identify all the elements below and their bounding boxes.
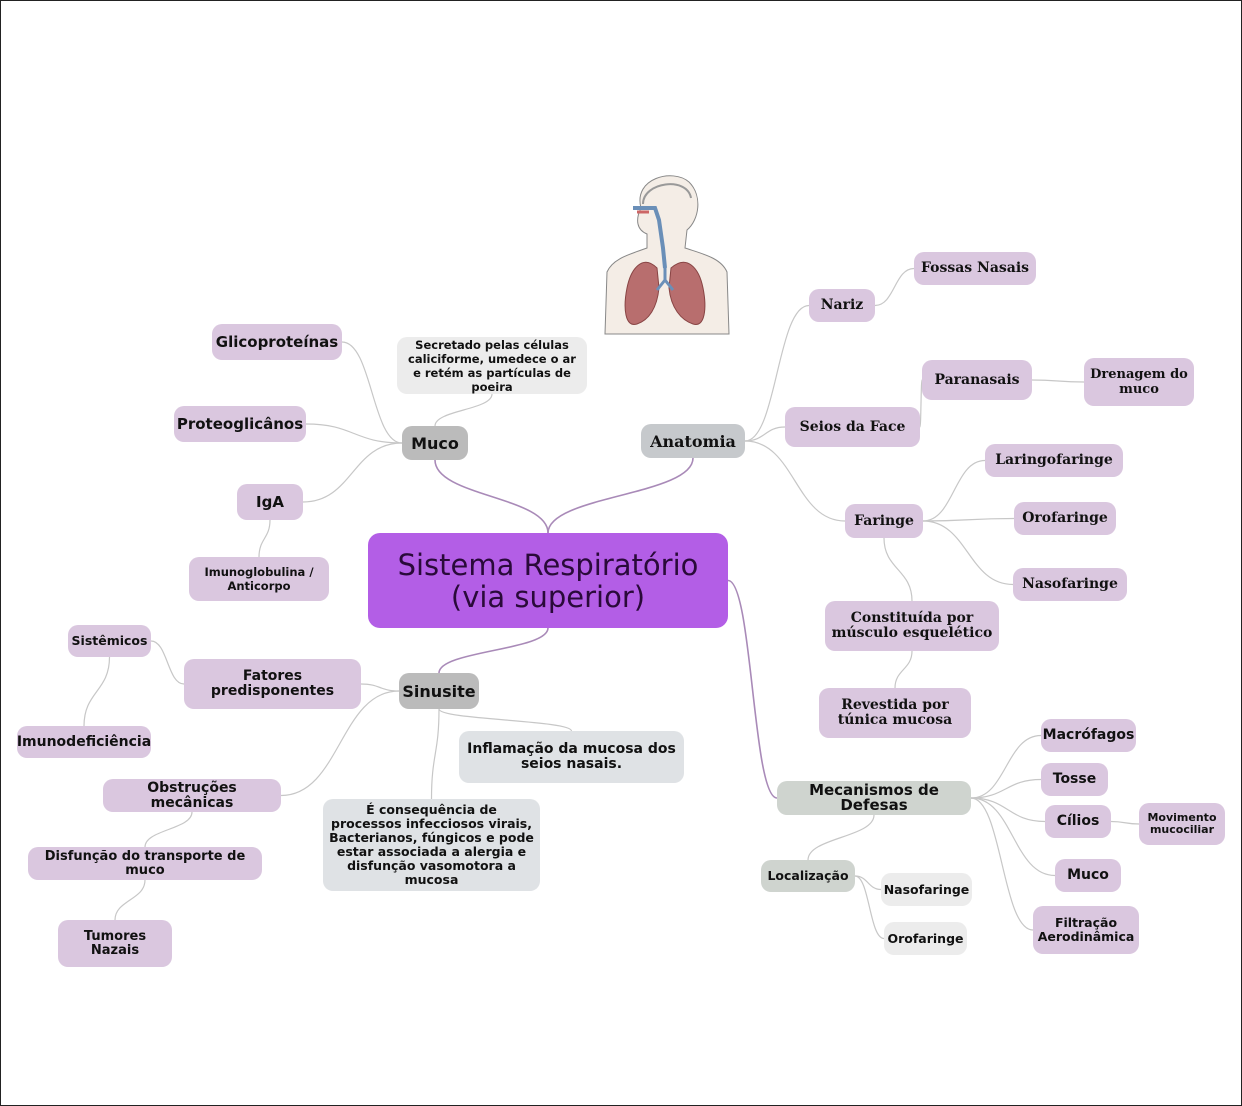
- connector-line: [727, 579, 778, 799]
- connector-line: [970, 734, 1042, 799]
- node-paranasais[interactable]: Paranasais: [922, 360, 1032, 400]
- connector-line: [883, 537, 913, 602]
- connector-line: [1031, 379, 1085, 383]
- connector-line: [360, 683, 400, 692]
- node-consequencia[interactable]: É consequência de processos infecciosos …: [323, 799, 540, 891]
- node-revestida[interactable]: Revestida por túnica mucosa: [819, 688, 971, 738]
- node-laringofaringe[interactable]: Laringofaringe: [985, 444, 1123, 477]
- node-sistemicos[interactable]: Sistêmicos: [68, 625, 151, 657]
- connector-line: [744, 426, 786, 442]
- node-nariz[interactable]: Nariz: [809, 289, 875, 322]
- connector-line: [919, 379, 923, 428]
- connector-line: [744, 440, 846, 522]
- respiratory-system-illustration: [604, 175, 730, 335]
- central-topic[interactable]: Sistema Respiratório (via superior): [368, 533, 728, 628]
- node-movimento-mucociliar[interactable]: Movimento mucociliar: [1139, 803, 1225, 845]
- node-drenagem-do-muco[interactable]: Drenagem do muco: [1084, 358, 1194, 406]
- muco-note[interactable]: Secretado pelas células caliciforme, ume…: [397, 337, 587, 394]
- node-glicoproteinas[interactable]: Glicoproteínas: [212, 324, 342, 360]
- connector-line: [807, 814, 875, 861]
- connector-line: [970, 797, 1034, 931]
- connector-line: [970, 778, 1042, 799]
- node-muco-defesa[interactable]: Muco: [1055, 859, 1121, 892]
- node-local-nasofaringe[interactable]: Nasofaringe: [881, 873, 972, 906]
- node-imunodeficiencia[interactable]: Imunodeficiência: [17, 726, 151, 758]
- branch-muco[interactable]: Muco: [402, 426, 468, 460]
- node-seios-da-face[interactable]: Seios da Face: [785, 407, 920, 447]
- node-tumores-nazais[interactable]: Tumores Nazais: [58, 920, 172, 967]
- node-nasofaringe[interactable]: Nasofaringe: [1013, 568, 1127, 601]
- node-iga[interactable]: IgA: [237, 484, 303, 520]
- connector-line: [302, 442, 403, 503]
- connector-line: [434, 459, 549, 534]
- connector-line: [894, 650, 913, 689]
- node-localizacao[interactable]: Localização: [761, 860, 855, 892]
- branch-sinusite[interactable]: Sinusite: [399, 673, 479, 709]
- connector-line: [744, 304, 810, 442]
- connector-line: [874, 267, 915, 307]
- node-fossas-nasais[interactable]: Fossas Nasais: [914, 252, 1036, 285]
- node-faringe[interactable]: Faringe: [845, 504, 923, 538]
- node-inflamacao[interactable]: Inflamação da mucosa dos seios nasais.: [459, 731, 684, 783]
- node-local-orofaringe[interactable]: Orofaringe: [884, 922, 967, 955]
- node-orofaringe[interactable]: Orofaringe: [1014, 502, 1116, 535]
- connector-line: [438, 708, 573, 732]
- connector-line: [922, 459, 986, 522]
- connector-line: [258, 519, 271, 558]
- connector-line: [922, 520, 1014, 586]
- connector-line: [144, 811, 193, 848]
- connector-line: [83, 656, 111, 727]
- connector-line: [150, 640, 185, 685]
- connector-line: [1110, 820, 1140, 825]
- branch-mecanismos-de-defesas[interactable]: Mecanismos de Defesas: [777, 781, 971, 815]
- connector-line: [854, 875, 885, 940]
- connector-line: [114, 879, 146, 921]
- connector-line: [547, 457, 694, 534]
- node-tosse[interactable]: Tosse: [1041, 763, 1108, 796]
- node-obstrucoes-mecanicas[interactable]: Obstruções mecânicas: [103, 779, 281, 812]
- connector-line: [430, 708, 440, 800]
- node-filtracao-aerodinamica[interactable]: Filtração Aerodinâmica: [1033, 906, 1139, 954]
- connector-line: [922, 517, 1015, 522]
- node-fatores-predisponentes[interactable]: Fatores predisponentes: [184, 659, 361, 709]
- connector-line: [970, 797, 1046, 823]
- node-proteoglicanos[interactable]: Proteoglicânos: [174, 406, 306, 442]
- connector-line: [305, 423, 403, 444]
- node-disfuncao-transporte[interactable]: Disfunção do transporte de muco: [28, 847, 262, 880]
- node-cilios[interactable]: Cílios: [1045, 805, 1111, 838]
- branch-anatomia[interactable]: Anatomia: [641, 424, 745, 458]
- node-macrofagos[interactable]: Macrófagos: [1041, 719, 1136, 752]
- connector-line: [341, 341, 403, 444]
- connector-line: [434, 393, 493, 427]
- connector-line: [280, 690, 400, 797]
- node-imunoglobulina[interactable]: Imunoglobulina / Anticorpo: [189, 557, 329, 601]
- connector-line: [438, 627, 549, 674]
- node-constituida[interactable]: Constituída por músculo esquelético: [825, 601, 999, 651]
- connector-line: [970, 797, 1056, 877]
